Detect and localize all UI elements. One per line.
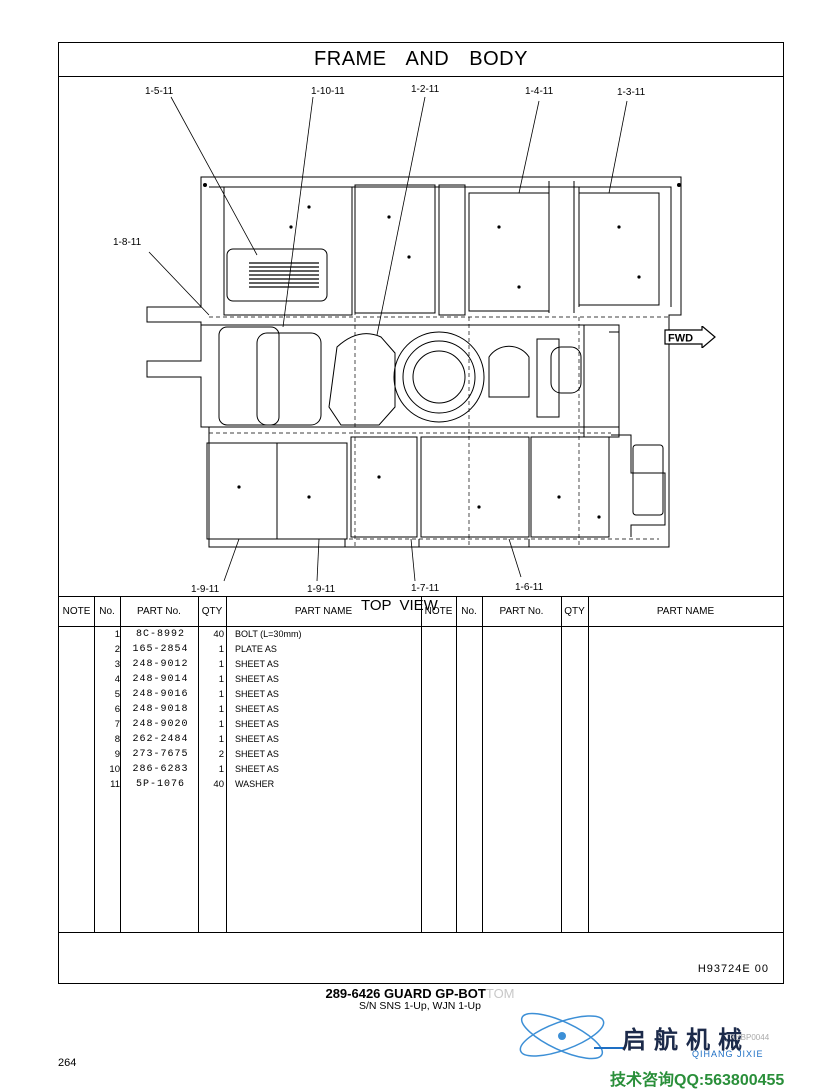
row-no: 7	[114, 719, 120, 730]
callout-1-9-11: 1-9-11	[191, 584, 220, 595]
callout-1-10-11: 1-10-11	[311, 86, 345, 97]
row-no: 2	[114, 644, 120, 655]
row-qty: 1	[218, 689, 224, 700]
watermark-contact: 技术咨询QQ:563800455	[610, 1072, 785, 1089]
frame-drawing	[146, 96, 682, 582]
fwd-arrow-icon: FWD	[664, 326, 716, 348]
row-no: 3	[114, 659, 120, 670]
header-qty-2: QTY	[561, 597, 588, 627]
frame-top-view-diagram: 1-5-11 1-10-11 1-2-11 1-4-11 1-3-11 1-8-…	[59, 77, 783, 634]
header-note: NOTE	[59, 597, 94, 627]
callout-1-5-11: 1-5-11	[145, 86, 174, 97]
row-part-no: 273-7675	[132, 749, 189, 760]
row-part-name: SHEET AS	[235, 719, 279, 729]
assembly-title-faded: TOM	[485, 986, 515, 1001]
row-no: 6	[114, 704, 120, 715]
header-no: No.	[94, 597, 120, 627]
row-part-no: 248-9018	[132, 704, 189, 715]
row-qty: 40	[213, 779, 224, 790]
header-no-2: No.	[456, 597, 482, 627]
header-qty: QTY	[198, 597, 226, 627]
row-part-no: 248-9012	[132, 659, 189, 670]
watermark-brand: 启航机械	[622, 1027, 750, 1054]
row-part-no: 248-9016	[132, 689, 189, 700]
row-qty: 2	[218, 749, 224, 760]
header-part-no-2: PART No.	[482, 597, 561, 627]
row-part-name: PLATE AS	[235, 644, 277, 654]
row-part-name: SHEET AS	[235, 704, 279, 714]
header-part-name-2: PART NAME	[588, 597, 783, 627]
row-part-no: 165-2854	[132, 644, 189, 655]
row-part-name: SHEET AS	[235, 659, 279, 669]
header-part-name: PART NAME	[226, 597, 421, 627]
row-no: 10	[109, 764, 120, 775]
callout-1-8-11: 1-8-11	[113, 237, 142, 248]
callout-1-7-11: 1-7-11	[411, 583, 440, 594]
watermark-brand-sub: QIHANG JIXIE	[692, 1049, 764, 1059]
row-qty: 1	[218, 659, 224, 670]
row-part-name: SHEET AS	[235, 749, 279, 759]
assembly-title: 289-6426 GUARD GP-BOTTOM	[0, 986, 840, 1001]
row-part-name: SHEET AS	[235, 689, 279, 699]
row-qty: 40	[213, 629, 224, 640]
row-part-no: 8C-8992	[135, 629, 185, 640]
watermark-logo-icon	[519, 1012, 624, 1060]
view-label: TOP VIEW	[361, 597, 438, 614]
callout-1-9-11: 1-9-11	[307, 584, 336, 595]
row-qty: 1	[218, 734, 224, 745]
row-part-name: BOLT (L=30mm)	[235, 629, 302, 639]
row-part-name: SHEET AS	[235, 674, 279, 684]
watermark-code: XEBP0044	[730, 1033, 770, 1042]
header-note-2: NOTE	[421, 597, 456, 627]
row-no: 8	[114, 734, 120, 745]
parts-table: NOTE No. PART No. QTY PART NAME NOTE No.…	[59, 596, 783, 933]
header-part-no: PART No.	[120, 597, 198, 627]
callout-1-2-11: 1-2-11	[411, 84, 440, 95]
callout-1-6-11: 1-6-11	[515, 582, 544, 593]
row-qty: 1	[218, 674, 224, 685]
row-part-no: 248-9014	[132, 674, 189, 685]
row-part-no: 5P-1076	[135, 779, 185, 790]
row-part-no: 262-2484	[132, 734, 189, 745]
row-part-name: SHEET AS	[235, 764, 279, 774]
fwd-label: FWD	[668, 333, 693, 345]
row-part-name: WASHER	[235, 779, 275, 789]
row-no: 5	[114, 689, 120, 700]
row-part-name: SHEET AS	[235, 734, 279, 744]
callout-1-3-11: 1-3-11	[617, 87, 646, 98]
callout-1-4-11: 1-4-11	[525, 86, 554, 97]
page-number: 264	[58, 1057, 77, 1069]
drawing-code-row: H93724E 00	[59, 932, 783, 985]
row-no: 11	[110, 779, 120, 790]
row-part-no: 286-6283	[132, 764, 189, 775]
row-qty: 1	[218, 644, 224, 655]
drawing-code: H93724E 00	[697, 963, 769, 975]
row-no: 1	[114, 629, 120, 640]
row-part-no: 248-9020	[132, 719, 189, 730]
parts-page-frame: FRAME AND BODY	[58, 42, 784, 984]
assembly-title-text: 289-6426 GUARD GP-BOT	[325, 986, 486, 1001]
row-qty: 1	[218, 704, 224, 715]
row-no: 9	[114, 749, 120, 760]
page-title: FRAME AND BODY	[59, 43, 783, 77]
row-qty: 1	[218, 719, 224, 730]
row-qty: 1	[218, 764, 224, 775]
serial-number-info: S/N SNS 1-Up, WJN 1-Up	[359, 1000, 481, 1012]
row-no: 4	[114, 674, 120, 685]
